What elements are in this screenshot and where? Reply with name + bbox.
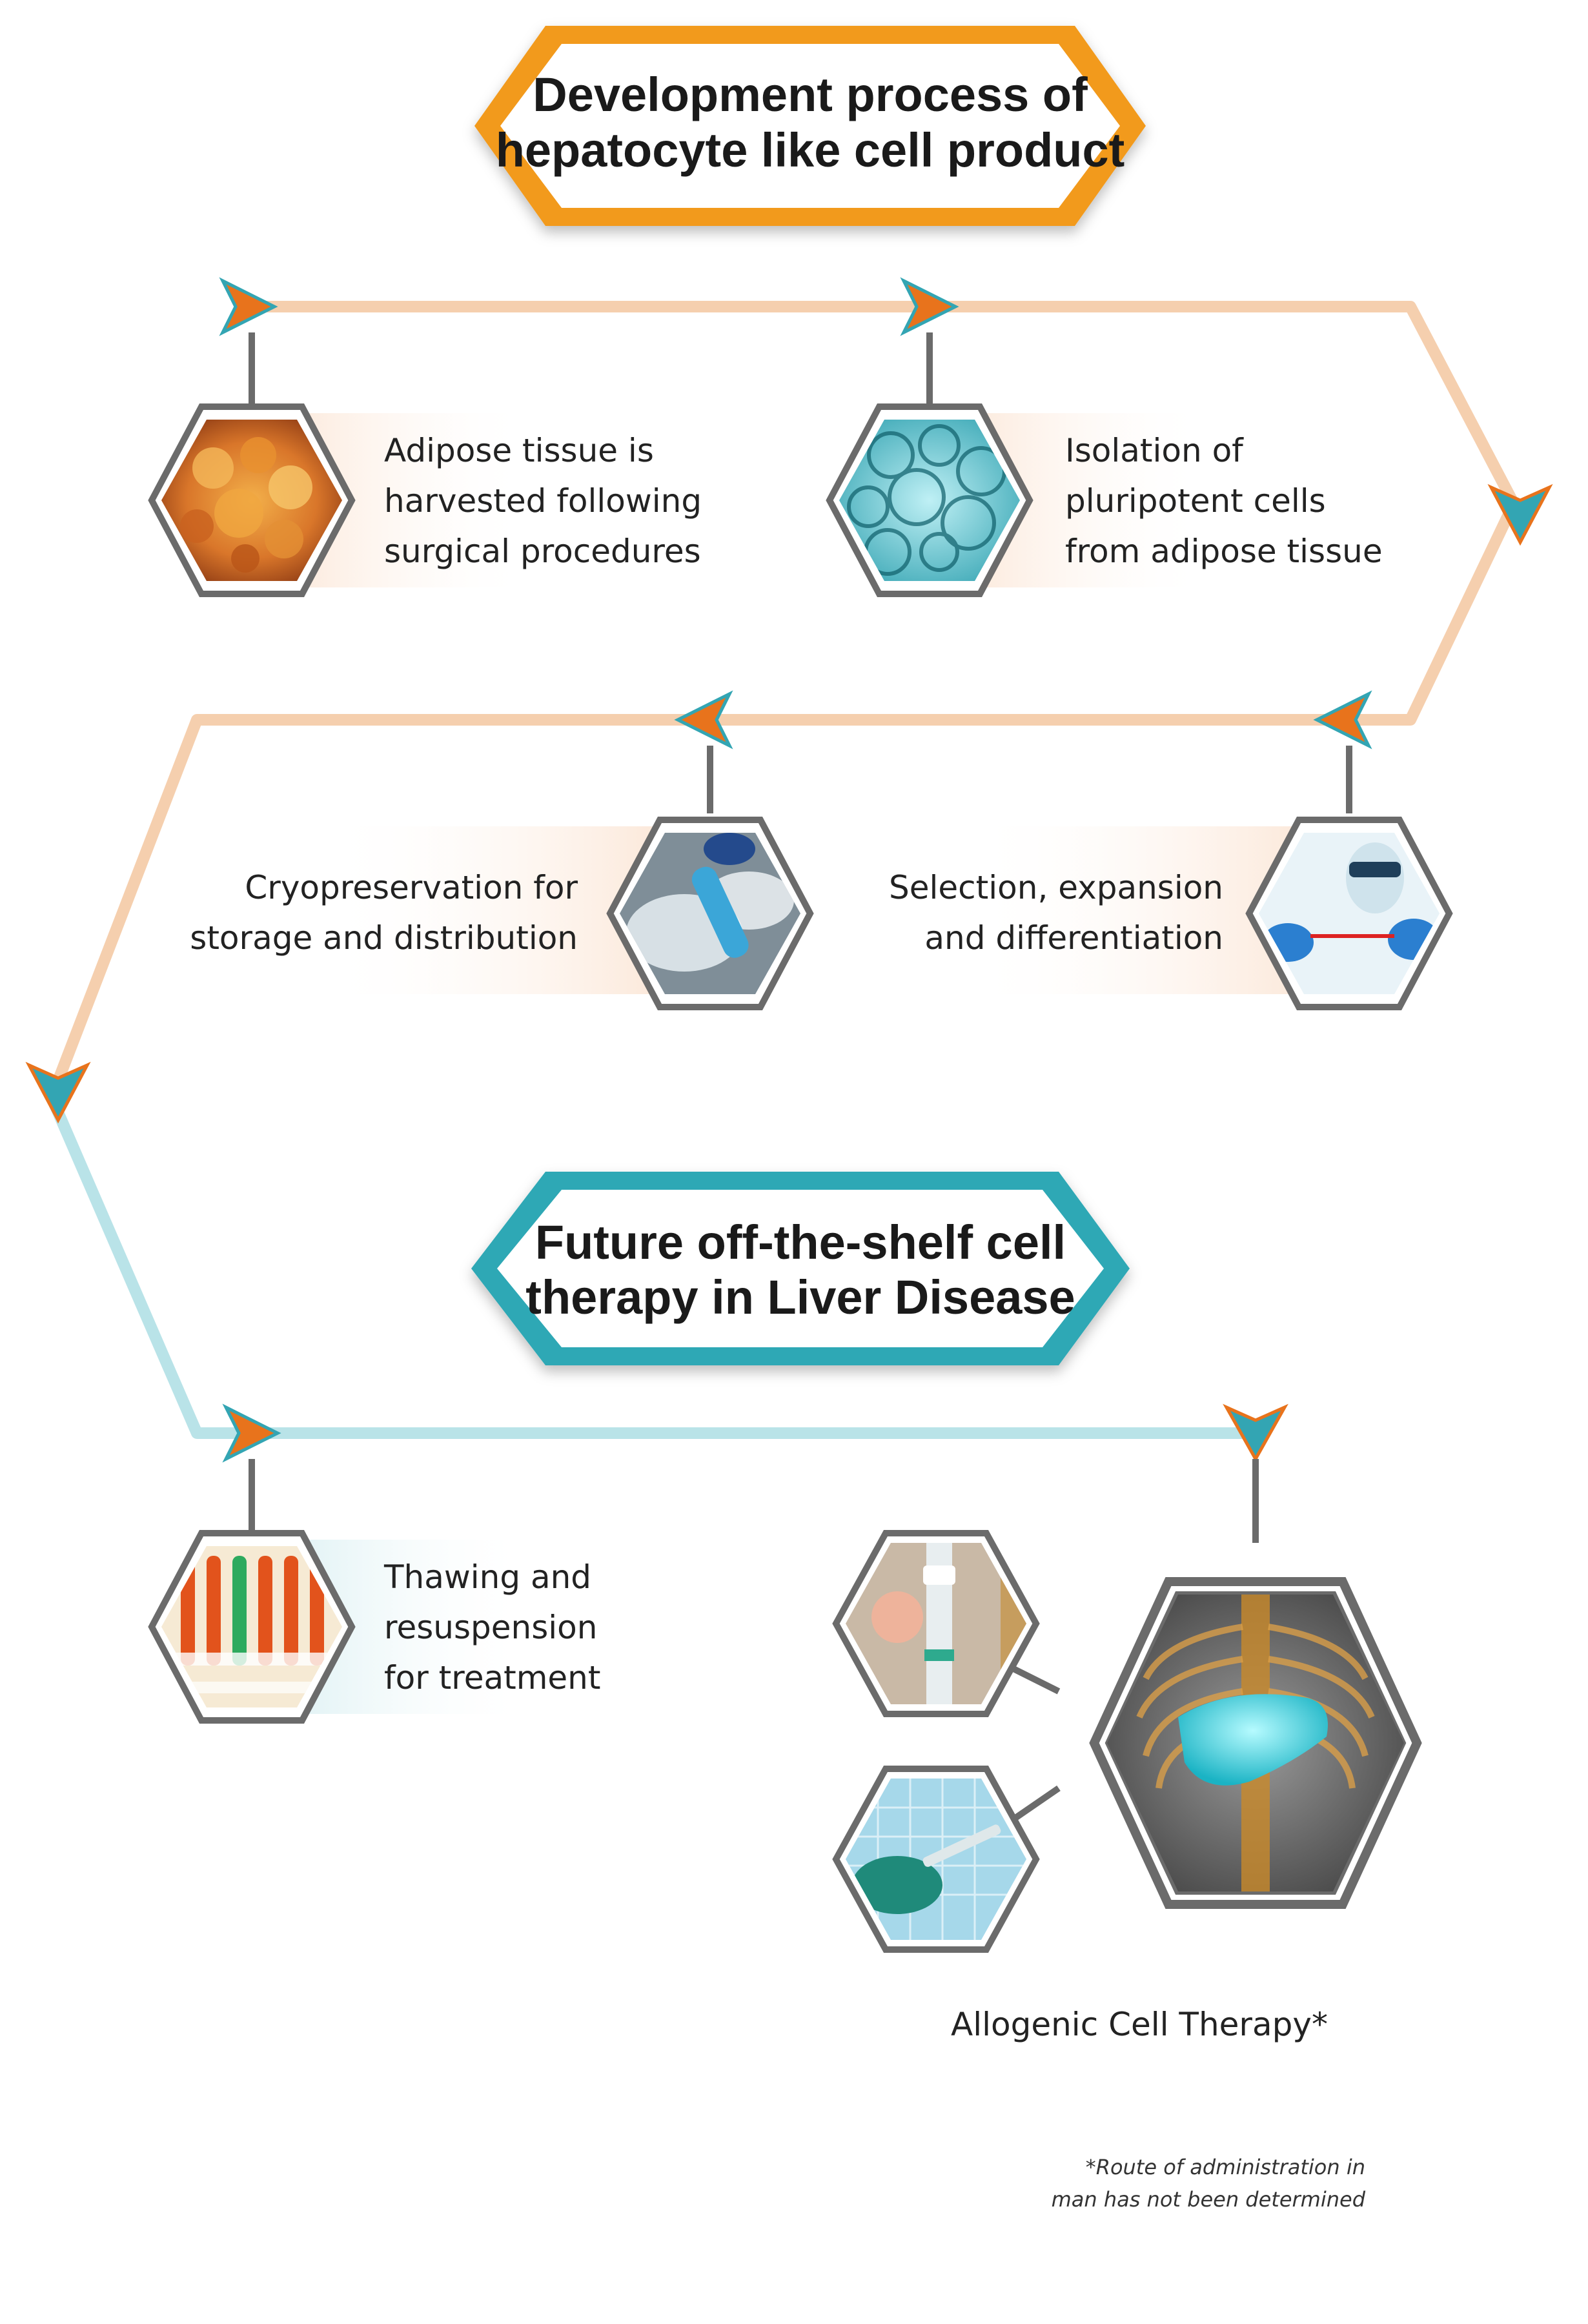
title-top-line1: Development process of bbox=[533, 68, 1088, 121]
arrow-down-3 bbox=[1223, 1403, 1288, 1463]
title-banner-top bbox=[474, 26, 1146, 226]
footnote-line2: man has not been determined bbox=[1052, 2187, 1366, 2212]
arrow-right-2 bbox=[900, 277, 959, 336]
title-top-line2: hepatocyte like cell product bbox=[496, 123, 1125, 177]
iv-drip-image bbox=[832, 1530, 1040, 1717]
step3-label-line1: Selection, expansion bbox=[889, 869, 1223, 906]
footnote-line1: *Route of administration in bbox=[1086, 2155, 1365, 2179]
pluripotent-cells-image bbox=[826, 403, 1033, 597]
flow-path-teal bbox=[46, 1095, 1256, 1439]
syringe-injection-image bbox=[832, 1766, 1040, 1953]
step5-label-line3: for treatment bbox=[384, 1659, 600, 1697]
step1-label-line3: surgical procedures bbox=[384, 533, 701, 570]
therapy-label: Allogenic Cell Therapy* bbox=[951, 2006, 1328, 2043]
step1-label-line1: Adipose tissue is bbox=[384, 432, 654, 469]
step2-label-line2: pluripotent cells bbox=[1065, 482, 1326, 520]
arrow-left-2 bbox=[674, 690, 733, 749]
step4-label-line2: storage and distribution bbox=[190, 919, 578, 957]
arrow-down-2 bbox=[25, 1061, 91, 1124]
title-middle-line2: therapy in Liver Disease bbox=[525, 1270, 1075, 1324]
step2-label-line1: Isolation of bbox=[1065, 432, 1244, 469]
arrow-left-1 bbox=[1313, 690, 1372, 749]
step5-label-line2: resuspension bbox=[384, 1609, 597, 1646]
test-tubes-image bbox=[148, 1530, 356, 1724]
lab-scientist-image bbox=[1245, 817, 1453, 1010]
adipose-tissue-image bbox=[148, 403, 356, 597]
title-banner-middle bbox=[471, 1172, 1130, 1365]
step1-label-line2: harvested following bbox=[384, 482, 702, 520]
step3-label-line2: and differentiation bbox=[924, 919, 1223, 957]
step4-label-line1: Cryopreservation for bbox=[245, 869, 578, 906]
cryo-vial-image bbox=[606, 817, 814, 1010]
step5-label-line1: Thawing and bbox=[383, 1558, 591, 1596]
flow-path-orange bbox=[46, 301, 1520, 1100]
arrow-down-1 bbox=[1487, 484, 1553, 546]
liver-anatomy-image bbox=[1089, 1577, 1422, 1909]
title-middle-line1: Future off-the-shelf cell bbox=[535, 1216, 1066, 1269]
arrow-right-1 bbox=[219, 277, 278, 336]
arrow-right-3 bbox=[222, 1403, 281, 1463]
step2-label-line3: from adipose tissue bbox=[1065, 533, 1383, 570]
